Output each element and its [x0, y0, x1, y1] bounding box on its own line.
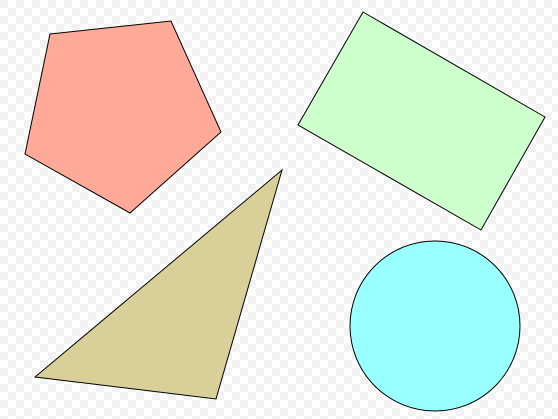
triangle-shape	[33, 168, 283, 400]
pentagon-shape	[24, 20, 222, 214]
rectangle-shape	[297, 11, 546, 231]
circle-shape	[349, 240, 521, 412]
